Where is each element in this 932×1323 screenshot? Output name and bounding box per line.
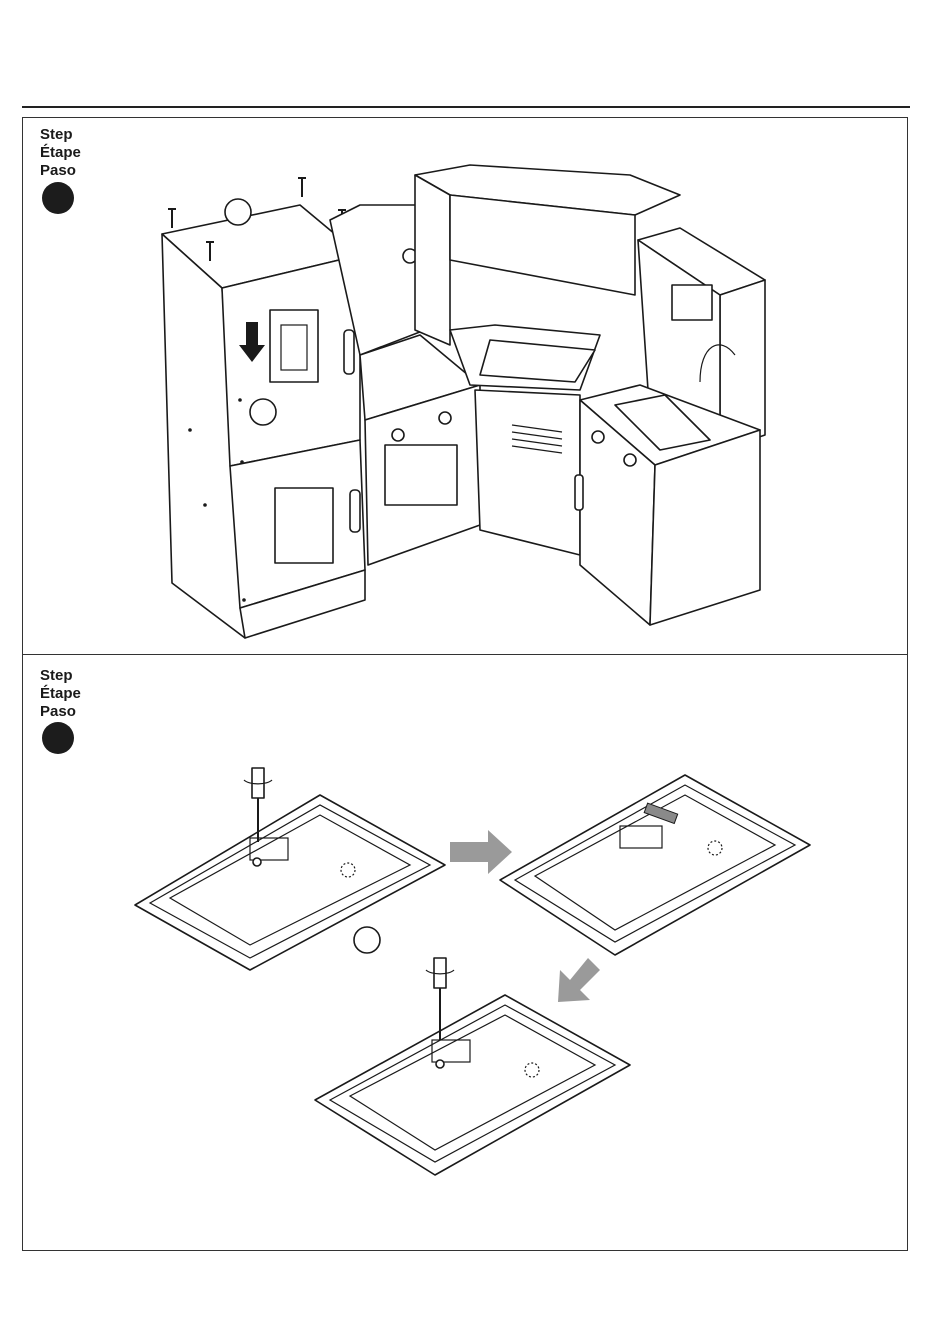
- tray-bottom: [315, 995, 630, 1175]
- arrow-down-left-icon: [558, 958, 600, 1002]
- callout-circle-icon: [354, 927, 380, 953]
- tray-top-right: [500, 775, 810, 955]
- arrow-right-icon: [450, 830, 512, 874]
- tray-top-left: [135, 795, 445, 970]
